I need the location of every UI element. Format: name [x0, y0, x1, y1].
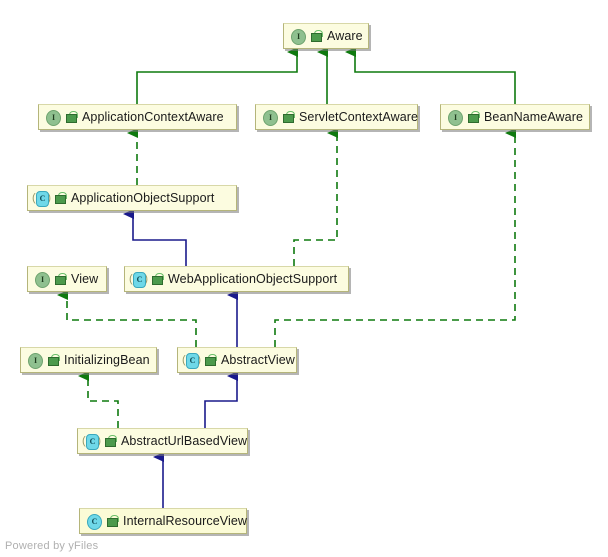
class-node-internalresview[interactable]: C InternalResourceView: [79, 508, 247, 534]
icon-paren-right: ): [97, 434, 101, 447]
icon-paren-left: (: [32, 191, 36, 204]
edge-beannameaware-to-aware: [345, 47, 516, 104]
lock-body: [66, 113, 77, 123]
lock-body: [55, 194, 66, 204]
unlocked-public-icon: [281, 110, 295, 125]
stereotype-glyph: C: [133, 271, 146, 288]
stereotype-glyph: I: [263, 109, 278, 126]
lock-body: [152, 275, 163, 285]
edge-abstractview-to-view: [57, 290, 197, 347]
class-node-servletctxaware[interactable]: I ServletContextAware: [255, 104, 418, 130]
class-node-beannameaware[interactable]: I BeanNameAware: [440, 104, 590, 130]
class-name-label: AbstractUrlBasedView: [121, 434, 248, 448]
lock-body: [48, 356, 59, 366]
class-icon: ()C: [32, 190, 51, 207]
unlocked-public-icon: [203, 353, 217, 368]
interface-icon: I: [261, 109, 278, 126]
icon-paren-left: (: [182, 353, 186, 366]
class-node-appobjsupport[interactable]: ()C ApplicationObjectSupport: [27, 185, 237, 211]
class-name-label: BeanNameAware: [484, 110, 584, 124]
class-name-label: View: [71, 272, 99, 286]
edge-abstracturlview-to-initbean: [78, 371, 119, 428]
class-icon: ()C: [182, 352, 201, 369]
stereotype-glyph: I: [28, 352, 43, 369]
class-name-label: ApplicationContextAware: [82, 110, 224, 124]
yfiles-watermark: Powered by yFiles: [5, 540, 99, 552]
stereotype-glyph: I: [35, 271, 50, 288]
edge-abstractview-to-beannameaware: [274, 128, 516, 347]
class-node-initbean[interactable]: I InitializingBean: [20, 347, 157, 373]
edge-webappobjsupport-to-appobjsupport: [123, 209, 187, 266]
edge-abstracturlview-to-abstractview: [204, 371, 238, 428]
interface-icon: I: [446, 109, 463, 126]
stereotype-glyph: I: [448, 109, 463, 126]
lock-body: [311, 32, 322, 42]
edge-appctxaware-to-aware: [136, 47, 298, 104]
edge-webappobjsupport-to-servletctxaware: [293, 128, 338, 266]
class-name-label: Aware: [327, 29, 363, 43]
class-node-abstracturlview[interactable]: ()C AbstractUrlBasedView: [77, 428, 248, 454]
class-icon: ()C: [129, 271, 148, 288]
class-icon: ()C: [82, 433, 101, 450]
icon-paren-right: ): [47, 191, 51, 204]
unlocked-public-icon: [103, 434, 117, 449]
class-node-abstractview[interactable]: ()C AbstractView: [177, 347, 297, 373]
unlocked-public-icon: [46, 353, 60, 368]
interface-icon: I: [289, 28, 306, 45]
interface-icon: I: [33, 271, 50, 288]
class-node-webappobjsupport[interactable]: ()C WebApplicationObjectSupport: [124, 266, 349, 292]
unlocked-public-icon: [53, 272, 67, 287]
lock-body: [205, 356, 216, 366]
unlocked-public-icon: [466, 110, 480, 125]
class-node-view[interactable]: I View: [27, 266, 107, 292]
unlocked-public-icon: [53, 191, 67, 206]
stereotype-glyph: C: [36, 190, 49, 207]
unlocked-public-icon: [150, 272, 164, 287]
class-name-label: ApplicationObjectSupport: [71, 191, 215, 205]
class-name-label: InitializingBean: [64, 353, 150, 367]
class-node-aware[interactable]: I Aware: [283, 23, 369, 49]
icon-paren-left: (: [129, 272, 133, 285]
stereotype-glyph: I: [46, 109, 61, 126]
class-node-appctxaware[interactable]: I ApplicationContextAware: [38, 104, 237, 130]
edges-group: [57, 47, 516, 508]
lock-body: [468, 113, 479, 123]
class-name-label: ServletContextAware: [299, 110, 419, 124]
lock-body: [107, 517, 118, 527]
class-icon: C: [85, 513, 102, 530]
unlocked-public-icon: [309, 29, 323, 44]
lock-body: [105, 437, 116, 447]
stereotype-glyph: C: [86, 433, 99, 450]
class-name-label: AbstractView: [221, 353, 295, 367]
stereotype-glyph: I: [291, 28, 306, 45]
unlocked-public-icon: [64, 110, 78, 125]
unlocked-public-icon: [105, 514, 119, 529]
stereotype-glyph: C: [186, 352, 199, 369]
icon-paren-right: ): [197, 353, 201, 366]
interface-icon: I: [26, 352, 43, 369]
stereotype-glyph: C: [87, 513, 102, 530]
class-name-label: InternalResourceView: [123, 514, 248, 528]
icon-paren-left: (: [82, 434, 86, 447]
lock-body: [55, 275, 66, 285]
lock-body: [283, 113, 294, 123]
class-name-label: WebApplicationObjectSupport: [168, 272, 338, 286]
interface-icon: I: [44, 109, 61, 126]
icon-paren-right: ): [144, 272, 148, 285]
